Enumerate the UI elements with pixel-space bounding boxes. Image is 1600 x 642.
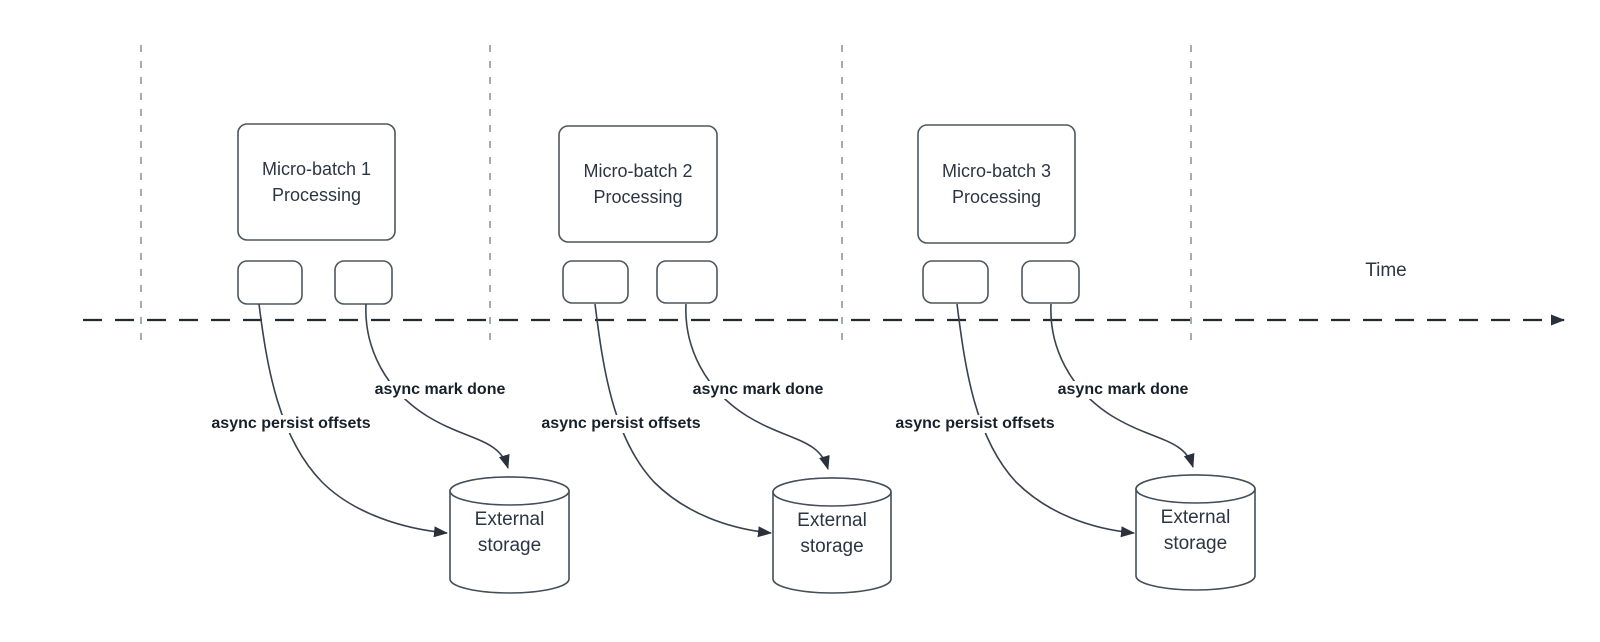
mark-done-arrow-2 bbox=[685, 303, 830, 470]
external-storage-cylinder-3-rim bbox=[1135, 474, 1256, 504]
mark-done-task-box-2 bbox=[656, 260, 718, 304]
mark-done-task-box-3 bbox=[1021, 260, 1080, 304]
external-storage-label-1-line1: External bbox=[474, 509, 545, 530]
micro-batch-box-3 bbox=[917, 124, 1076, 244]
time-axis-label: Time bbox=[1365, 260, 1407, 281]
mark-done-arrow-3 bbox=[1050, 303, 1195, 468]
micro-batch-label-1: Micro-batch 1 Processing bbox=[238, 124, 395, 240]
mark-done-arrow-1 bbox=[365, 303, 510, 469]
micro-batch-label-1-line1: Micro-batch 1 bbox=[261, 159, 372, 179]
micro-batch-label-2-line2: Processing bbox=[593, 187, 683, 207]
micro-batch-label-3: Micro-batch 3 Processing bbox=[918, 125, 1075, 243]
mark-done-label-2: async mark done bbox=[689, 381, 827, 399]
micro-batch-label-2-line1: Micro-batch 2 bbox=[583, 161, 693, 181]
micro-batch-label-3-line2: Processing bbox=[951, 187, 1042, 207]
external-storage-cylinder-1-rim bbox=[449, 476, 570, 506]
external-storage-label-2: External storage bbox=[773, 508, 891, 560]
mark-done-label-1: async mark done bbox=[371, 381, 509, 399]
micro-batch-label-1-line2: Processing bbox=[271, 185, 362, 205]
external-storage-label-3-line1: External bbox=[1160, 507, 1231, 528]
persist-offsets-label-2: async persist offsets bbox=[538, 415, 704, 433]
mark-done-label-3: async mark done bbox=[1054, 381, 1192, 399]
external-storage-cylinder-2-rim bbox=[772, 477, 892, 507]
external-storage-label-1-line2: storage bbox=[477, 535, 542, 556]
micro-batch-box-2 bbox=[558, 125, 718, 243]
mark-done-task-box-1 bbox=[334, 260, 393, 305]
persist-offsets-arrow-1 bbox=[258, 303, 448, 538]
external-storage-label-2-line1: External bbox=[797, 510, 867, 531]
external-storage-label-1: External storage bbox=[450, 507, 569, 559]
external-storage-label-3-line2: storage bbox=[1163, 533, 1228, 554]
external-storage-label-3: External storage bbox=[1136, 505, 1255, 557]
external-storage-label-2-line2: storage bbox=[800, 536, 864, 557]
persist-offsets-task-box-3 bbox=[922, 260, 989, 304]
persist-offsets-label-3: async persist offsets bbox=[892, 415, 1058, 433]
persist-offsets-task-box-2 bbox=[562, 260, 629, 304]
micro-batch-label-2: Micro-batch 2 Processing bbox=[559, 126, 717, 242]
persist-offsets-arrow-3 bbox=[956, 303, 1135, 538]
persist-offsets-arrow-2 bbox=[594, 303, 772, 538]
persist-offsets-label-1: async persist offsets bbox=[208, 415, 374, 433]
persist-offsets-task-box-1 bbox=[237, 260, 303, 305]
micro-batch-label-3-line1: Micro-batch 3 bbox=[941, 161, 1052, 181]
micro-batch-box-1 bbox=[237, 123, 396, 241]
